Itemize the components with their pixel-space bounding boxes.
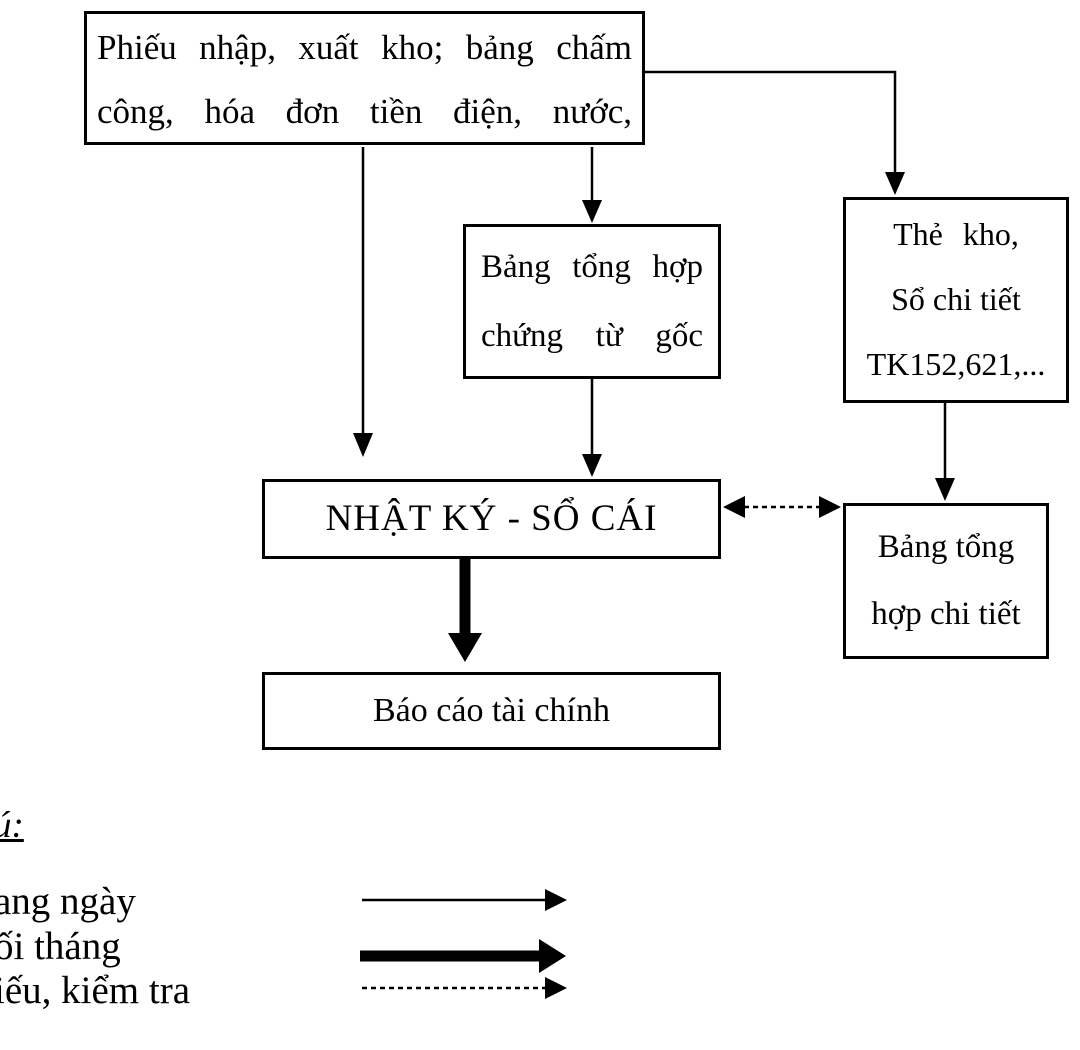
node-source-documents-line1: Phiếu nhập, xuất kho; bảng chấm xyxy=(97,28,632,67)
legend-arrowhead-reconcile xyxy=(545,977,567,999)
arrowhead-journal-to-financial xyxy=(448,633,482,662)
legend-item-monthly-label: ối tháng xyxy=(0,925,121,968)
node-detail-summary-line2: hợp chi tiết xyxy=(871,596,1021,632)
arrowhead-reconcile-right xyxy=(819,496,841,518)
node-journal-ledger: NHẬT KÝ - SỔ CÁI xyxy=(262,479,721,559)
node-doc-summary: Bảng tổng hợp chứng từ gốc xyxy=(463,224,721,379)
arrowhead-source-to-journal xyxy=(353,433,373,457)
node-detail-summary: Bảng tổng hợp chi tiết xyxy=(843,503,1049,659)
node-stock-card-line1: Thẻ kho, xyxy=(893,216,1019,252)
legend-arrowhead-monthly xyxy=(539,939,566,973)
node-stock-card: Thẻ kho, Sổ chi tiết TK152,621,... xyxy=(843,197,1069,403)
legend-item-reconcile-label: iếu, kiểm tra xyxy=(0,969,191,1012)
arrowhead-source-to-stock-card xyxy=(885,172,905,195)
node-financial-statements-label: Báo cáo tài chính xyxy=(373,692,610,729)
arrowhead-reconcile-left xyxy=(723,496,745,518)
node-financial-statements: Báo cáo tài chính xyxy=(262,672,721,750)
legend-title-fragment: ú: xyxy=(0,805,24,846)
node-journal-ledger-label: NHẬT KÝ - SỔ CÁI xyxy=(325,498,658,539)
node-doc-summary-line2: chứng từ gốc xyxy=(481,318,703,354)
arrowhead-doc-summary-to-journal xyxy=(582,454,602,477)
legend-item-daily-label: ang ngày xyxy=(0,880,136,923)
node-stock-card-line2: Sổ chi tiết xyxy=(891,281,1021,317)
arrowhead-stock-card-to-detail-summary xyxy=(935,478,955,501)
node-detail-summary-line1: Bảng tổng xyxy=(877,529,1015,565)
arrowhead-source-to-doc-summary xyxy=(582,200,602,223)
node-doc-summary-line1: Bảng tổng hợp xyxy=(481,249,703,285)
legend-arrowhead-daily xyxy=(545,889,567,911)
node-stock-card-line3: TK152,621,... xyxy=(866,346,1046,382)
node-source-documents: Phiếu nhập, xuất kho; bảng chấm công, hó… xyxy=(84,11,645,145)
node-source-documents-line2: công, hóa đơn tiền điện, nước, xyxy=(97,92,632,131)
arrow-source-to-stock-card xyxy=(644,70,897,174)
